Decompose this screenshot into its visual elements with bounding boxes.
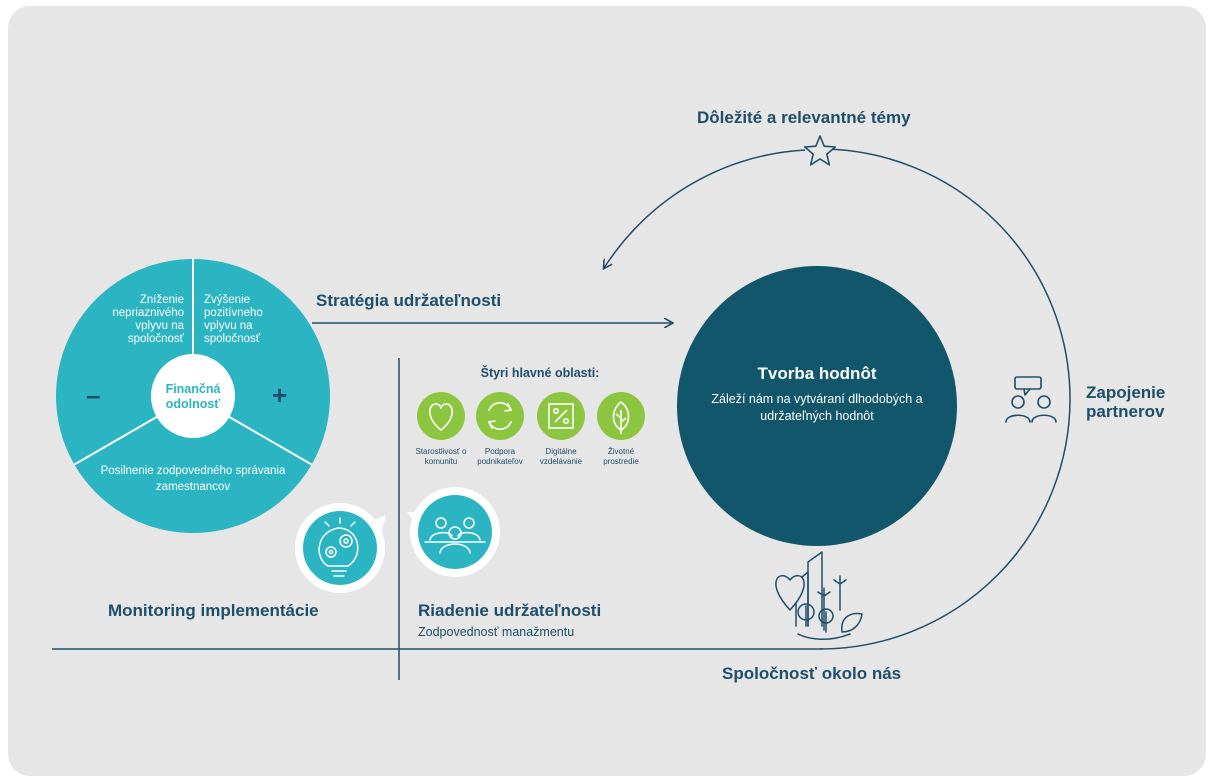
minus-sign: –: [86, 380, 101, 410]
cycle-arc-right: [819, 148, 1071, 650]
area-label-business: Podpora podnikateľov: [477, 447, 523, 466]
governance-bubble: [407, 487, 500, 577]
lightbulb-gears-icon: [318, 517, 359, 577]
wheel-segment-increase-positive: Zvýšenie pozitívneho vplyvu na spoločnos…: [204, 294, 263, 345]
monitoring-bubble: [295, 503, 386, 593]
partners-icon: [1005, 376, 1057, 423]
wheel-chart: [56, 259, 330, 533]
cycle-arc-return: [604, 149, 806, 268]
cycle-icon: [487, 402, 513, 430]
city-icon: [775, 551, 863, 640]
wheel-segment-employee-behavior: Posilnenie zodpovedného správania zamest…: [100, 465, 286, 493]
plus-sign: +: [272, 380, 288, 410]
four-areas-title: Štyri hlavné oblasti:: [480, 366, 600, 380]
partners-label: Zapojenie partnerov: [1086, 383, 1166, 421]
percent-icon: [548, 403, 574, 429]
wheel-center-label: Finančná odolnosť: [165, 382, 221, 411]
area-label-environment: Životné prostredie: [603, 447, 639, 466]
area-circle-community: [417, 392, 465, 440]
value-circle: [677, 266, 957, 546]
area-icons: [417, 392, 645, 440]
people-icon: [424, 517, 486, 554]
heart-icon: [429, 403, 453, 431]
strategy-label: Stratégia udržateľnosti: [316, 291, 502, 310]
area-label-digital: Digitálne vzdelávanie: [539, 447, 583, 466]
wheel-center: [151, 354, 235, 438]
star-icon: [804, 135, 836, 166]
value-creation-title: Tvorba hodnôt: [757, 364, 877, 383]
area-label-community: Starostlivosť o komunitu: [415, 447, 467, 466]
society-label: Spoločnosť okolo nás: [722, 664, 902, 683]
value-creation-subtitle: Záleží nám na vytváraní dlhodobých a udr…: [711, 392, 923, 423]
area-circle-business: [476, 392, 524, 440]
governance-subtitle: Zodpovednosť manažmentu: [418, 625, 575, 639]
monitoring-label: Monitoring implementácie: [108, 601, 319, 620]
leaf-icon: [612, 401, 630, 434]
governance-title: Riadenie udržateľnosti: [418, 601, 602, 620]
important-topics-label: Dôležité a relevantné témy: [697, 108, 911, 127]
wheel-segment-reduce-negative: Zníženie nepriaznivého vplyvu na spoločn…: [112, 294, 184, 345]
